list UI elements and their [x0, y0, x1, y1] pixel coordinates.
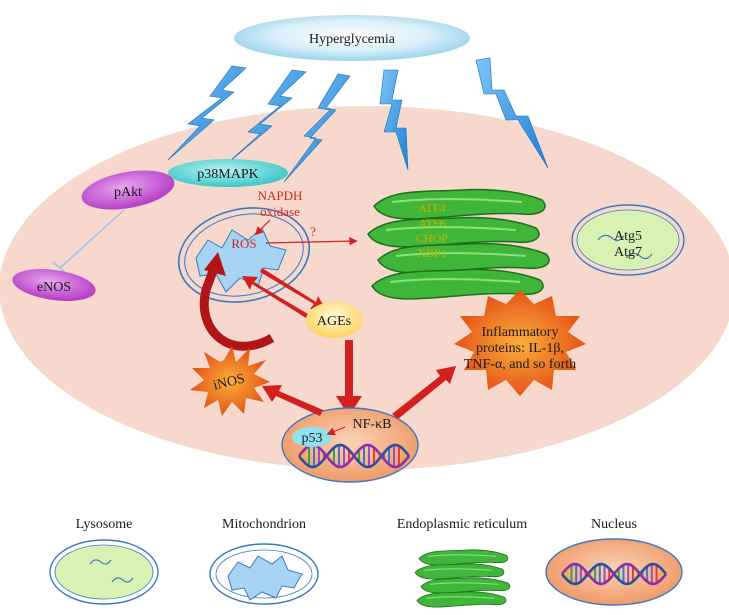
lightning-bolt-icon — [283, 73, 351, 183]
legend-nucleus-label: Nucleus — [591, 517, 637, 532]
ages-label: AGEs — [317, 314, 351, 329]
ros-ages-arrows — [242, 268, 326, 318]
er-marker-label: ATF4 — [418, 201, 445, 215]
inflammatory-label-2: proteins: IL-1β, — [476, 341, 564, 356]
lysosome — [571, 204, 685, 276]
p53-node — [292, 427, 332, 447]
legend-er-label: Endoplasmic reticulum — [397, 517, 527, 532]
enos-label: eNOS — [37, 280, 71, 295]
legend: Lysosome Mitochondrion Endoplasmic retic… — [49, 517, 683, 608]
er-marker-label: ATF6 — [418, 216, 445, 230]
ages-node — [306, 302, 362, 338]
nucleus — [281, 407, 419, 483]
inflammatory-label-3: TNF-α, and so forth — [464, 357, 576, 372]
atg5-label: Atg5 — [614, 229, 642, 244]
legend-mitochondrion-icon — [209, 543, 319, 605]
inos-label: iNOS — [212, 371, 247, 393]
inhibition-line — [59, 209, 125, 269]
inflammatory-label-1: Inflammatory — [482, 325, 559, 340]
p38mapk-node — [168, 159, 288, 187]
nucleus-to-inflammatory-arrow — [392, 366, 456, 419]
hyperglycemia-label: Hyperglycemia — [309, 32, 396, 47]
lightning-bolt-icon — [221, 69, 307, 169]
enos-node — [12, 269, 96, 301]
legend-er-icon — [414, 549, 511, 608]
hyperglycemia-cloud — [234, 15, 470, 61]
feedback-curve-arrow — [199, 266, 275, 351]
nfkb-label: NF-κB — [353, 417, 392, 432]
legend-lysosome-icon — [49, 539, 159, 605]
er-marker-label: CHOP — [416, 231, 448, 245]
lightning-bolt-icon — [379, 69, 409, 171]
legend-lysosome-label: Lysosome — [76, 517, 133, 532]
pakt-node — [81, 170, 175, 210]
inflammatory-starburst — [454, 290, 586, 396]
nfkb-to-p53-arrow — [326, 426, 346, 436]
nadph-to-ros-arrow — [254, 219, 271, 236]
pakt-label: pAkt — [114, 185, 142, 200]
ros-label: ROS — [231, 236, 256, 251]
p53-label: p53 — [302, 431, 323, 446]
nadph-oxidase-label: NAPDH — [258, 188, 303, 203]
nucleus-to-inos-arrow — [262, 385, 323, 416]
lightning-bolt-icon — [475, 57, 549, 169]
p38mapk-label: p38MAPK — [197, 167, 258, 182]
ages-to-nfkb-arrow — [336, 340, 362, 416]
question-mark: ? — [310, 224, 316, 239]
lightning-bolt-icon — [167, 65, 247, 161]
legend-mitochondrion-label: Mitochondrion — [222, 517, 306, 532]
nadph-oxidase-label-2: oxidase — [260, 204, 300, 219]
feedback-arrowhead — [204, 252, 226, 276]
inos-starburst — [190, 346, 270, 416]
lightning-bolts — [167, 57, 549, 183]
ros-to-er-arrow — [265, 236, 358, 246]
er-marker-label: XBP1 — [417, 246, 446, 260]
legend-dna-helix — [560, 562, 668, 586]
mitochondrion — [177, 207, 311, 303]
atg7-label: Atg7 — [614, 245, 642, 260]
